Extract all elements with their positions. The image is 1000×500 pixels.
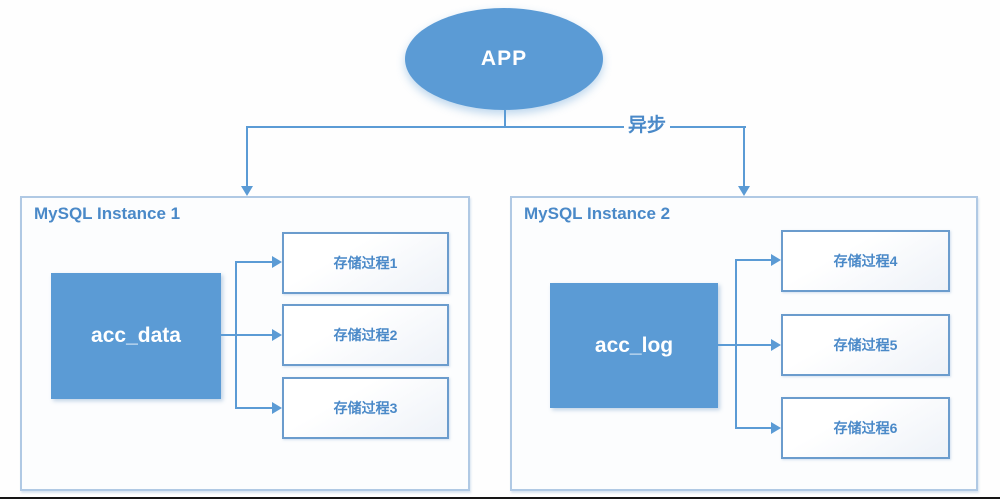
stored-procedure-label: 存储过程4 [833,253,898,269]
mysql-instance-2-container: MySQL Instance 2 acc_log 存储过程4 存储过程5 存储过… [510,196,978,491]
async-connector-label: 异步 [624,113,671,139]
arrowhead-right-icon [771,254,781,266]
connector-table-out [718,344,737,346]
connector-main-rail [246,126,746,128]
connector-branch [235,334,273,336]
stored-procedure-label: 存储过程3 [333,400,398,416]
connector-drop-right [743,126,745,187]
arrowhead-right-icon [771,422,781,434]
connector-branch [735,259,772,261]
connector-branch [735,344,772,346]
stored-procedure-label: 存储过程6 [833,420,898,436]
window-bottom-edge [0,497,1000,499]
arrowhead-right-icon [272,402,282,414]
app-node: APP [405,8,603,110]
mysql-instance-1-container: MySQL Instance 1 acc_data 存储过程1 存储过程2 存储… [20,196,470,491]
connector-branch [235,261,273,263]
connector-branch [735,427,772,429]
stored-procedure-box: 存储过程5 [781,314,950,376]
stored-procedure-box: 存储过程4 [781,230,950,292]
stored-procedure-box: 存储过程3 [282,377,449,439]
acc-data-table-node: acc_data [51,273,221,399]
arrowhead-down-icon [241,186,253,196]
connector-table-out [221,334,237,336]
arrowhead-right-icon [771,339,781,351]
app-node-label: APP [480,47,528,70]
stored-procedure-label: 存储过程5 [833,337,898,353]
acc-data-label: acc_data [91,324,181,347]
acc-log-table-node: acc_log [550,283,718,408]
connector-drop-left [246,126,248,187]
arrowhead-down-icon [738,186,750,196]
acc-log-label: acc_log [594,333,674,357]
connector-branch [235,407,273,409]
stored-procedure-label: 存储过程1 [333,255,398,271]
instance-2-title: MySQL Instance 2 [524,204,671,223]
stored-procedure-box: 存储过程2 [282,304,449,366]
stored-procedure-label: 存储过程2 [333,327,398,343]
connector-app-stub [504,110,506,128]
instance-1-title: MySQL Instance 1 [34,204,181,223]
arrowhead-right-icon [272,256,282,268]
stored-procedure-box: 存储过程1 [282,232,449,294]
stored-procedure-box: 存储过程6 [781,397,950,459]
arrowhead-right-icon [272,329,282,341]
